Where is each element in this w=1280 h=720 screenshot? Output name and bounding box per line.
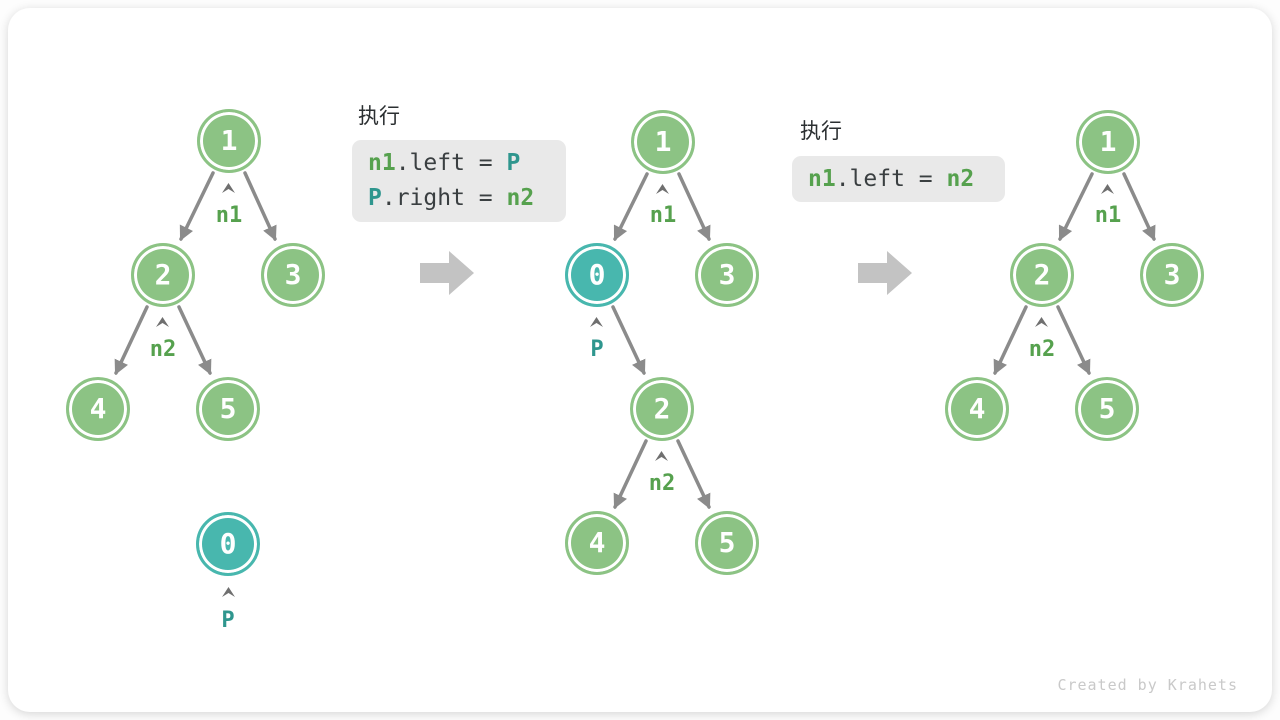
node-value: 3 — [718, 258, 736, 291]
edge-arrow — [177, 305, 212, 375]
node-value: 2 — [154, 258, 172, 291]
code-token: P — [506, 150, 521, 176]
tree1-node-2: 2 — [131, 243, 195, 307]
code-line: P.right = n2 — [368, 181, 550, 216]
node-value: 5 — [219, 392, 237, 425]
edge-arrow — [114, 305, 149, 375]
node-value: 2 — [653, 392, 671, 425]
pointer-label-p: P — [590, 337, 604, 362]
node-value: 1 — [654, 125, 672, 158]
pointer-label-n1: n1 — [1094, 203, 1122, 228]
pointer-caret-icon — [590, 317, 603, 327]
step-arrow-icon — [420, 251, 474, 295]
edge-arrow — [676, 439, 711, 509]
node-value: 5 — [1098, 392, 1116, 425]
tree2-node-5: 5 — [695, 511, 759, 575]
node-value: 1 — [1099, 125, 1117, 158]
tree3-node-4: 4 — [945, 377, 1009, 441]
code-token: n1 — [808, 166, 836, 192]
code-snippet-2: n1.left = n2 — [792, 156, 1005, 202]
tree3-node-3: 3 — [1140, 243, 1204, 307]
pointer-label-n2: n2 — [648, 471, 676, 496]
node-value: 0 — [588, 258, 606, 291]
node-value: 4 — [89, 392, 107, 425]
code-line: n1.left = P — [368, 146, 550, 181]
watermark-credit: Created by Krahets — [1057, 676, 1238, 694]
node-value: 0 — [219, 527, 237, 560]
edge-arrow — [611, 305, 646, 375]
pointer-label-p: P — [221, 608, 235, 633]
step-arrow-icon — [858, 251, 912, 295]
pointer-caret-icon — [222, 587, 235, 597]
pointer-caret-icon — [656, 184, 669, 194]
edge-arrow — [677, 172, 711, 242]
tree3-node-5: 5 — [1075, 377, 1139, 441]
pointer-label-n1: n1 — [649, 203, 677, 228]
node-value: 4 — [968, 392, 986, 425]
code-token: .right = — [381, 185, 507, 211]
tree3-node-2: 2 — [1010, 243, 1074, 307]
edge-arrow — [1122, 172, 1156, 242]
tree2-node-4: 4 — [565, 511, 629, 575]
tree2-node-1: 1 — [631, 110, 695, 174]
edge-arrow — [993, 305, 1028, 375]
tree2-node-3: 3 — [695, 243, 759, 307]
code-token: n2 — [946, 166, 975, 192]
tree2-node-2: 2 — [630, 377, 694, 441]
edge-arrow — [613, 172, 649, 241]
pointer-caret-icon — [1101, 184, 1114, 194]
node-value: 2 — [1033, 258, 1051, 291]
tree2-node-0: 0 — [565, 243, 629, 307]
tree1-node-1: 1 — [197, 109, 261, 173]
pointer-label-n2: n2 — [149, 337, 177, 362]
code-token: .left = — [395, 150, 507, 176]
code-token: P — [368, 185, 382, 211]
tree1-node-4: 4 — [66, 377, 130, 441]
pointer-caret-icon — [222, 183, 235, 193]
node-value: 1 — [220, 124, 238, 157]
node-value: 3 — [1163, 258, 1181, 291]
code-title: 执行 — [800, 119, 842, 143]
node-value: 4 — [588, 526, 606, 559]
edge-arrow — [179, 171, 215, 241]
pointer-caret-icon — [655, 451, 668, 461]
code-token: n2 — [506, 185, 535, 211]
node-value: 3 — [284, 258, 302, 291]
node-value: 5 — [718, 526, 736, 559]
pointer-caret-icon — [1035, 317, 1048, 327]
code-token: .left = — [835, 166, 947, 192]
pointer-caret-icon — [156, 317, 169, 327]
pointer-label-n2: n2 — [1028, 337, 1056, 362]
code-snippet-1: n1.left = P P.right = n2 — [352, 140, 566, 222]
edge-arrow — [613, 439, 648, 509]
edge-arrow — [1056, 305, 1091, 375]
code-title: 执行 — [358, 104, 400, 128]
pointer-label-n1: n1 — [215, 203, 243, 228]
edge-arrow — [1058, 172, 1094, 241]
tree1-node-5: 5 — [196, 377, 260, 441]
code-line: n1.left = n2 — [808, 162, 989, 197]
tree1-node-0: 0 — [196, 512, 260, 576]
tree3-node-1: 1 — [1076, 110, 1140, 174]
code-token: n1 — [368, 150, 396, 176]
edge-arrow — [243, 171, 277, 242]
tree1-node-3: 3 — [261, 243, 325, 307]
